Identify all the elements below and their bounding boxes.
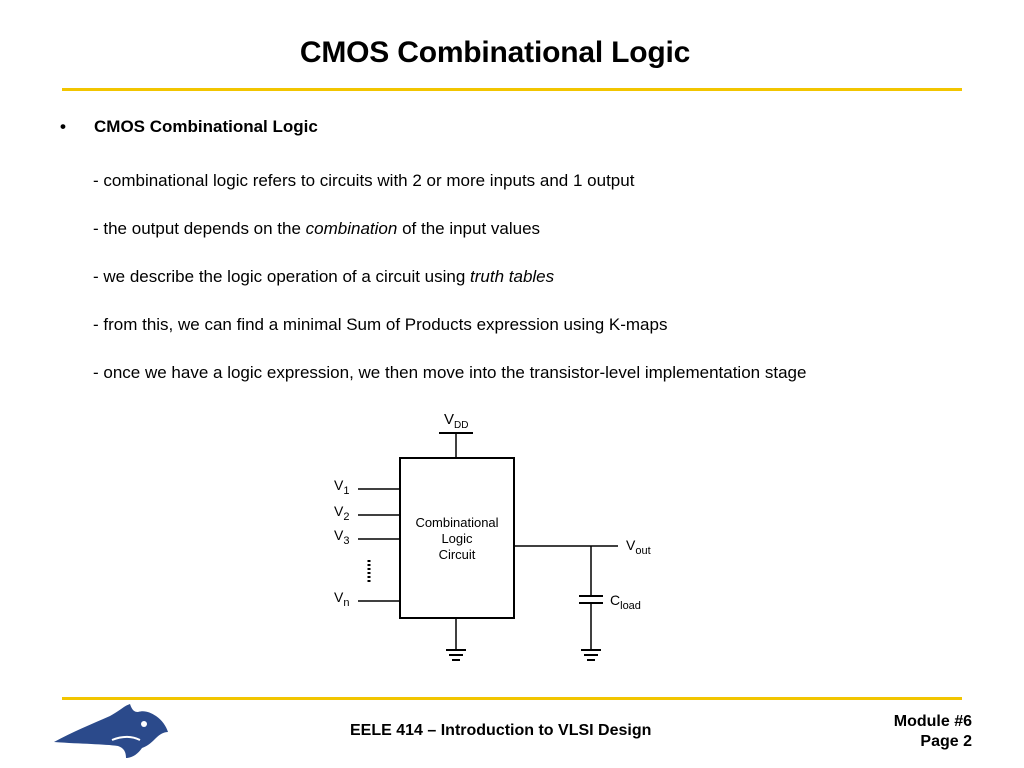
input-label-1: V1 [334, 477, 349, 497]
ground-icon [446, 649, 466, 661]
block-line-3: Circuit [439, 547, 476, 562]
logic-block [399, 457, 515, 619]
block-line-2: Logic [441, 531, 473, 546]
block-line-1: Combinational [415, 515, 498, 530]
text-line-5: - once we have a logic expression, we th… [93, 363, 807, 382]
module-number: Module #6 [893, 713, 972, 730]
load-label: Cload [610, 592, 641, 612]
bobcat-logo-icon [54, 704, 168, 758]
vdd-label: VDD [444, 411, 468, 431]
heading-text: CMOS Combinational Logic [94, 117, 318, 136]
course-title: EELE 414 – Introduction to VLSI Design [350, 722, 652, 739]
title-divider [62, 88, 962, 91]
circuit-diagram: VDD Combinational Logic Circuit V1 V2 V3… [334, 411, 651, 661]
input-label-2: V2 [334, 503, 349, 523]
bullet-icon: • [60, 117, 66, 136]
footer-divider [62, 697, 962, 700]
text-line-4: - from this, we can find a minimal Sum o… [93, 315, 668, 334]
page-info: Module #6 Page 2 [894, 712, 972, 752]
input-label-n: Vn [334, 589, 349, 609]
slide-title: CMOS Combinational Logic [299, 36, 691, 69]
text-line-3: - we describe the logic operation of a c… [93, 267, 555, 286]
text-line-1: - combinational logic refers to circuits… [93, 171, 635, 190]
page-number: Page 2 [920, 733, 972, 750]
output-label: Vout [626, 537, 651, 557]
input-label-3: V3 [334, 527, 349, 547]
text-line-2: - the output depends on the combination … [93, 219, 541, 238]
ground-icon [581, 649, 601, 661]
